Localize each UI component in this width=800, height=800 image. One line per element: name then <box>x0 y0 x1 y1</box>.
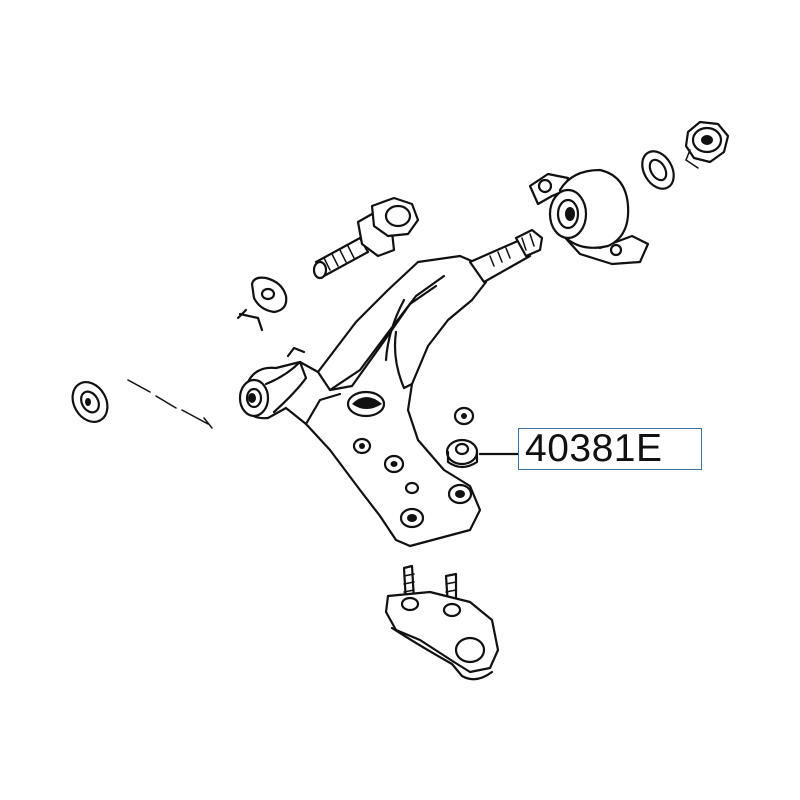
ball-joint <box>384 564 500 681</box>
flange-nut <box>684 120 730 169</box>
bolt <box>312 196 420 280</box>
small-nut <box>453 406 475 426</box>
part-number-callout: 40381E <box>518 428 702 470</box>
rear-stem <box>468 228 544 284</box>
callout-washer <box>445 438 479 469</box>
washer-upper-right <box>641 150 675 190</box>
axis-line <box>127 379 213 429</box>
rear-bushing-bracket <box>528 168 650 266</box>
washer-left <box>71 381 109 423</box>
lock-washer <box>236 276 288 332</box>
lower-control-arm <box>238 254 488 548</box>
